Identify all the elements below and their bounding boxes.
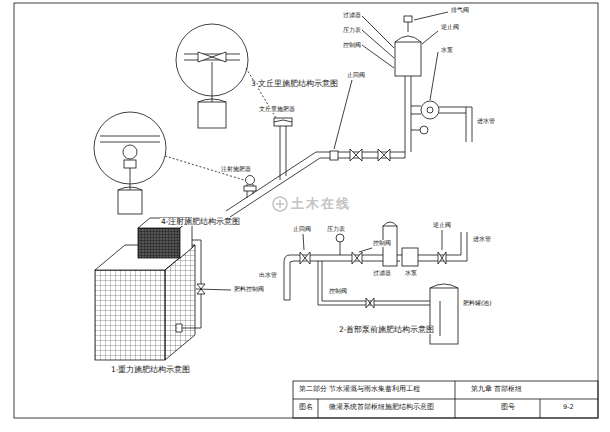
title-block-cell: 第九章 首部枢纽 [470,386,523,393]
title-block-cell: 9-2 [562,404,575,411]
title-block-cell: 图名 [298,404,314,411]
part-label: 过滤器 [342,12,362,19]
part-label: 控制阀 [342,42,362,49]
watermark: 土木在线 [290,197,352,211]
title-block-cell: 图号 [500,404,516,411]
part-label: 过滤器 [372,270,392,277]
part-label: 进水管 [472,236,492,243]
figure-caption: 1-重力施肥结构示意图 [110,366,191,374]
part-label: 压力表 [326,226,346,233]
part-label: 止回阀 [346,72,366,79]
part-label: 肥料控制阀 [233,286,265,293]
part-label: 控制阀 [372,240,392,247]
part-label: 进水管 [476,118,496,125]
figure-caption: 4-注射施肥结构示意图 [160,218,241,226]
part-label: 肥料罐(池) [462,300,493,307]
part-label: 排气阀 [450,7,470,14]
part-label: 逆止阀 [440,24,460,31]
part-label: 压力表 [342,27,362,34]
part-label: 文丘里施肥器 [258,106,296,113]
figure-caption: 2-首部泵前施肥结构示意图 [338,326,435,334]
title-block-cell: 微灌系统首部枢纽施肥结构示意图 [328,404,435,411]
title-block-cell: 第二部分 节水灌溉与雨水集蓄利用工程 [298,386,421,393]
part-label: 水泵 [404,270,418,277]
figure-caption: 3-文丘里施肥结构示意图 [250,80,339,88]
part-label: 水泵 [440,47,454,54]
part-label: 控制阀 [328,288,348,295]
part-label: 逆止阀 [432,222,452,229]
part-label: 出水管 [258,272,278,279]
part-label: 注射施肥器 [220,166,252,173]
part-label: 止回阀 [292,226,312,233]
